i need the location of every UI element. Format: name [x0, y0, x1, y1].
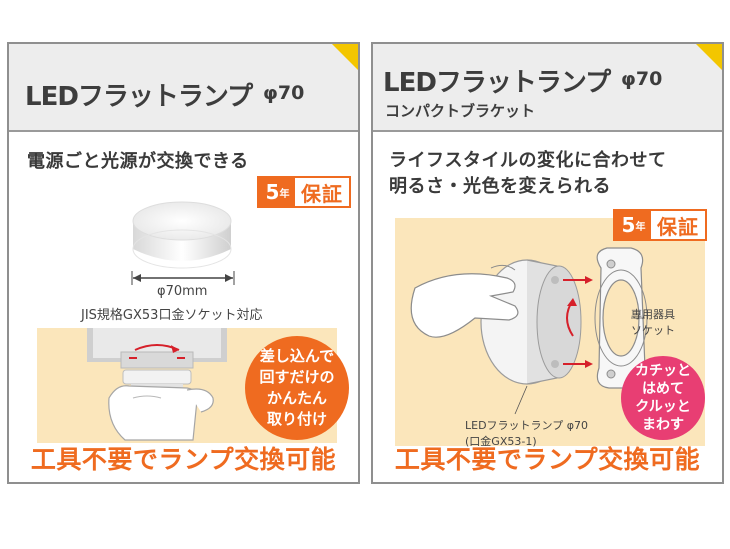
dimension-arrow: [131, 271, 235, 285]
warranty-years: 5: [265, 180, 280, 204]
socket-spec: JIS規格GX53口金ソケット対応: [81, 308, 263, 323]
callout-line: カチッと: [635, 363, 691, 379]
left-title-phi: φ70: [263, 82, 305, 104]
left-cta: 工具不要でランプ交換可能: [30, 445, 337, 474]
right-header: LEDフラットランプ φ70 コンパクトブラケット: [373, 44, 722, 132]
left-header: LEDフラットランプ φ70: [9, 44, 358, 132]
right-cta: 工具不要でランプ交換可能: [394, 445, 701, 474]
socket-label-2: ソケット: [631, 324, 675, 337]
corner-accent: [332, 44, 358, 70]
callout-line: 取り付け: [266, 410, 327, 428]
corner-accent: [696, 44, 722, 70]
callout-line: まわす: [642, 417, 684, 433]
callout-line: はめて: [642, 381, 684, 397]
right-panel: LEDフラットランプ φ70 コンパクトブラケット ライフスタイルの変化に合わせ…: [371, 42, 724, 484]
warranty-label: 保証: [657, 214, 699, 239]
attach-callout: カチッと はめて クルッと まわす: [621, 356, 705, 440]
installation-illustration: [37, 328, 337, 443]
right-title-phi: φ70: [621, 68, 663, 90]
left-title: LEDフラットランプ: [25, 82, 253, 112]
installation-callout: 差し込んで 回すだけの かんたん 取り付け: [245, 336, 349, 440]
callout-line: 回すだけの: [259, 368, 335, 386]
lamp-label-1: LEDフラットランプ φ70: [465, 419, 588, 432]
callout-line: 差し込んで: [259, 347, 335, 365]
right-title: LEDフラットランプ: [383, 68, 611, 98]
callout-line: かんたん: [266, 389, 327, 407]
dimension-label: φ70mm: [157, 284, 208, 299]
right-subtitle: コンパクトブラケット: [385, 102, 536, 120]
callout-line: クルッと: [635, 399, 691, 415]
left-catchphrase: 電源ごと光源が交換できる: [27, 151, 249, 172]
right-catch-line-2: 明るさ・光色を変えられる: [389, 176, 611, 197]
warranty-label: 保証: [301, 181, 343, 206]
warranty-unit: 年: [635, 221, 645, 233]
lamp-label-2: (口金GX53-1): [465, 435, 537, 448]
warranty-unit: 年: [279, 188, 289, 200]
right-catch-line-1: ライフスタイルの変化に合わせて: [389, 150, 667, 171]
led-flat-lamp-image: [132, 201, 232, 269]
socket-label-1: 専用器具: [631, 308, 675, 321]
warranty-years: 5: [621, 213, 636, 237]
